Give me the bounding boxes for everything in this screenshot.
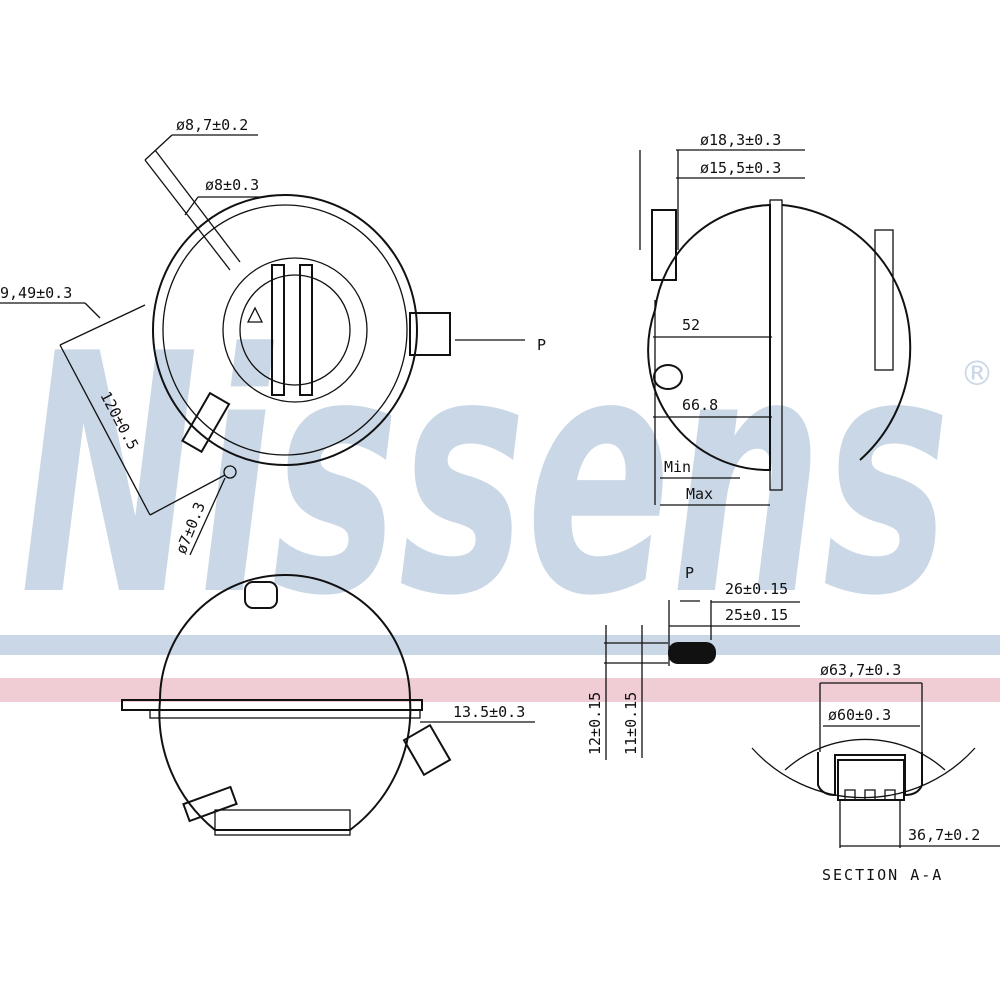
- watermark-brand: Nissens: [20, 284, 950, 668]
- watermark-stripe-pink: [0, 678, 1000, 702]
- connector-p: [409, 312, 451, 356]
- arrow-label-p: P: [537, 336, 546, 354]
- dim-hose-top: ø8,7±0.2: [176, 116, 248, 134]
- cap-outline: [222, 257, 368, 403]
- warning-icon: [246, 306, 264, 323]
- dim-outlet: 13.5±0.3: [453, 703, 525, 721]
- watermark-stripe-blue: [0, 635, 1000, 655]
- watermark-registered: ®: [960, 354, 994, 394]
- dim-width-25: 25±0.15: [725, 606, 788, 624]
- detail-p-title: P: [685, 564, 694, 582]
- dim-height-12: 12±0.15: [586, 692, 604, 755]
- dim-side-inner: ø15,5±0.3: [700, 159, 781, 177]
- dim-hose: ø8±0.3: [205, 176, 259, 194]
- section-a-a: ø63,7±0.3 ø60±0.3 36,7±0.2 SECTION A-A: [751, 661, 1000, 884]
- side-view: ø18,3±0.3 ø15,5±0.3 52 66.8 Min Max: [639, 131, 912, 506]
- dim-side-outer: ø18,3±0.3: [700, 131, 781, 149]
- front-view: 13.5±0.3: [121, 574, 535, 836]
- dim-66-8: 66.8: [682, 396, 718, 414]
- max-label: Max: [686, 485, 713, 503]
- tank-outline: [152, 194, 418, 466]
- dim-52: 52: [682, 316, 700, 334]
- tank-side-outline: [647, 203, 771, 472]
- mount-hole: [223, 465, 237, 479]
- dim-width-26: 26±0.15: [725, 580, 788, 598]
- dim-section-outer: ø63,7±0.3: [820, 661, 901, 679]
- dim-section-inner: ø60±0.3: [828, 706, 891, 724]
- min-label: Min: [664, 458, 691, 476]
- tank-front-outline: [158, 574, 412, 831]
- section-title: SECTION A-A: [822, 866, 943, 884]
- watermark: Nissens ®: [0, 284, 1000, 702]
- dim-offset: 9,49±0.3: [0, 284, 72, 302]
- connector-profile: [668, 642, 716, 664]
- detail-p: P 26±0.15 25±0.15 12±0.15 11±0.15: [586, 564, 800, 760]
- dim-section-depth: 36,7±0.2: [908, 826, 980, 844]
- dim-height-11: 11±0.15: [622, 692, 640, 755]
